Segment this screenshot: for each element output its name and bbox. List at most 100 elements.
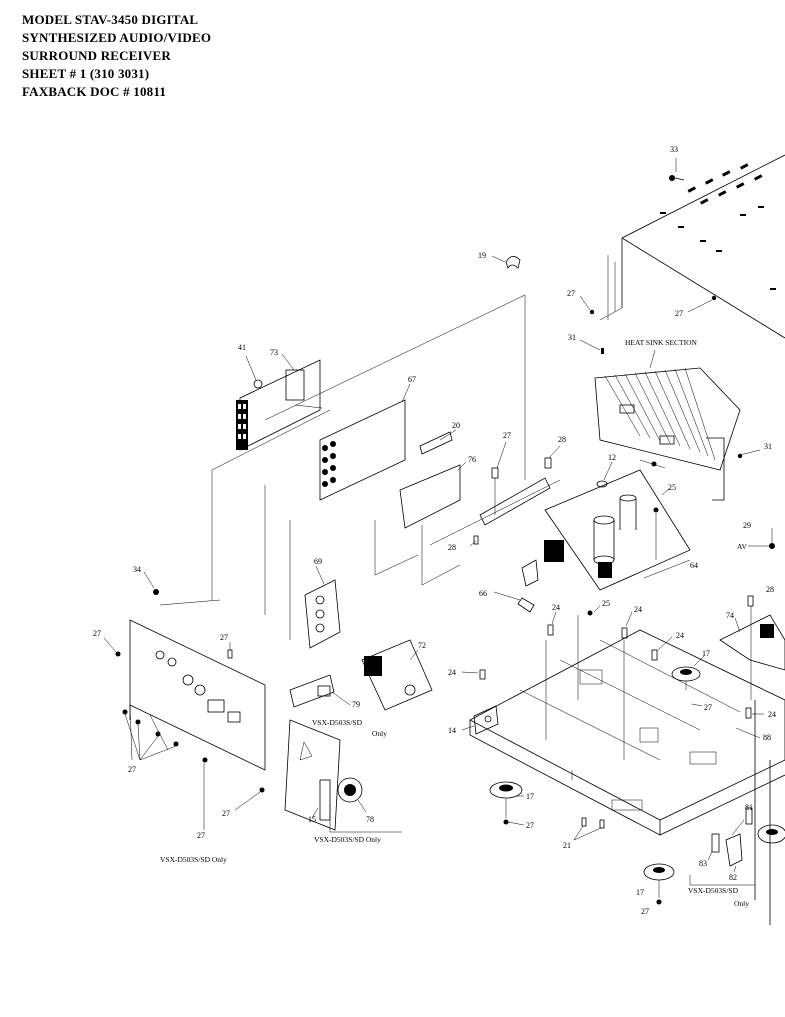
- header-line-model: MODEL STAV-3450 DIGITAL: [22, 12, 199, 27]
- callout-25-chassis: 25: [602, 599, 610, 608]
- callout-27-foot-c: 27: [641, 907, 649, 916]
- callout-72: 72: [418, 641, 426, 650]
- screw-24-a: 24: [547, 603, 560, 636]
- screw-27-lower-mid: 27: [222, 787, 265, 818]
- parts-81-82-83: 81 83 82 VSX-D503S/SD Only: [688, 803, 755, 908]
- callout-31-right: 31: [764, 442, 772, 451]
- callout-15: 15: [308, 815, 316, 824]
- callout-27-bracket: 27: [503, 431, 511, 440]
- callout-27-front: 27: [128, 765, 136, 774]
- callout-24-b: 24: [634, 605, 642, 614]
- callout-88: 88: [763, 733, 771, 742]
- callout-29: 29: [743, 521, 751, 530]
- front-panel: 27: [122, 619, 266, 774]
- callout-82: 82: [729, 873, 737, 882]
- screw-33: 33: [669, 145, 685, 181]
- callout-33: 33: [670, 145, 678, 154]
- variant-label-d-only: Only: [734, 899, 749, 908]
- variant-label-c: VSX-D503S/SD Only: [160, 855, 227, 864]
- screw-27-left: 27: [93, 629, 121, 657]
- header-line-faxback-doc: FAXBACK DOC # 10811: [22, 84, 167, 99]
- jack-board-41-73: 41 73: [236, 343, 323, 451]
- screw-28-right: 28: [747, 585, 774, 700]
- callout-28-right: 28: [766, 585, 774, 594]
- chassis-base: [469, 615, 785, 836]
- callout-24-c: 24: [676, 631, 684, 640]
- callout-27-lower-mid: 27: [222, 809, 230, 818]
- callout-25-board: 25: [668, 483, 676, 492]
- clip-19: 19: [478, 251, 521, 269]
- callout-28-bracket: 28: [558, 435, 566, 444]
- callout-66: 66: [479, 589, 487, 598]
- header-line-description: SYNTHESIZED AUDIO/VIDEO: [22, 30, 212, 45]
- guide-lines: [159, 294, 526, 640]
- board-67: 67: [319, 375, 416, 501]
- board-69: 69: [304, 557, 341, 649]
- callout-27-foot-a: 27: [704, 703, 712, 712]
- board-76: 20 76: [399, 421, 476, 529]
- top-cover: [599, 154, 785, 339]
- part-88: 88: [735, 727, 771, 742]
- callout-81: 81: [745, 803, 753, 812]
- board-15: 15: [284, 719, 341, 831]
- screw-27-cover-left: 27: [567, 289, 595, 315]
- callout-14: 14: [448, 726, 456, 735]
- callout-21: 21: [563, 841, 571, 850]
- av-connector-29: 29 AV: [737, 521, 775, 551]
- callout-20: 20: [452, 421, 460, 430]
- bracket-14: 14: [448, 705, 499, 735]
- callout-73: 73: [270, 348, 278, 357]
- foot-17-c: 17 27: [636, 863, 675, 916]
- callout-41: 41: [238, 343, 246, 352]
- header-line-sheet-number: SHEET # 1 (310 3031): [22, 66, 150, 81]
- callout-67: 67: [408, 375, 416, 384]
- callout-24-a: 24: [552, 603, 560, 612]
- callout-69: 69: [314, 557, 322, 566]
- callout-31-heatsink: 31: [568, 333, 576, 342]
- header-line-product-type: SURROUND RECEIVER: [22, 48, 171, 63]
- callout-76: 76: [468, 455, 476, 464]
- callout-27-foot-b: 27: [526, 821, 534, 830]
- callout-17-c: 17: [636, 888, 644, 897]
- screw-27-panel-top: 27: [220, 633, 233, 659]
- variant-label-b: VSX-D503S/SD Only: [314, 835, 381, 844]
- foot-17-b: 17 27: [489, 781, 534, 830]
- callout-17-a: 17: [702, 649, 710, 658]
- bracket-rail: 27 28: [429, 431, 566, 546]
- callout-24-e: 24: [768, 710, 776, 719]
- callout-64: 64: [690, 561, 698, 570]
- transformer-78: 78 VSX-D503S/SD Only: [314, 777, 402, 844]
- bracket-small-center: [521, 559, 539, 587]
- callout-79: 79: [352, 700, 360, 709]
- callout-17-b: 17: [526, 792, 534, 801]
- screw-25-board: 25: [653, 483, 676, 560]
- screw-27-cover-mid: 27: [675, 295, 717, 318]
- variant-label-a: VSX-D503S/SD: [312, 718, 363, 727]
- heat-sink-assembly: HEAT SINK SECTION: [594, 338, 741, 501]
- screw-27-lower-left: 27: [197, 757, 208, 840]
- foot-right: [757, 824, 785, 844]
- screw-66: 66: [479, 589, 535, 613]
- callout-83: 83: [699, 859, 707, 868]
- screw-31-right: 31: [737, 442, 772, 459]
- callout-78: 78: [366, 815, 374, 824]
- frame-corner: [754, 700, 771, 925]
- callout-74: 74: [726, 611, 734, 620]
- variant-label-a-only: Only: [372, 729, 387, 738]
- screw-28-left: 28: [448, 535, 479, 552]
- callout-27-left: 27: [93, 629, 101, 638]
- av-label: AV: [737, 542, 747, 551]
- board-74: 74: [719, 611, 785, 671]
- screw-34: 34: [133, 565, 159, 595]
- callout-28-left: 28: [448, 543, 456, 552]
- screw-24-c: 24: [651, 631, 684, 661]
- screw-25-chassis: 25: [587, 599, 610, 616]
- callout-27-cover-mid: 27: [675, 309, 683, 318]
- screw-24-e: 24: [745, 707, 776, 719]
- callout-12: 12: [608, 453, 616, 462]
- variant-label-d: VSX-D503S/SD: [688, 886, 739, 895]
- heat-sink-label: HEAT SINK SECTION: [625, 338, 698, 347]
- screws-21: 21: [563, 817, 605, 850]
